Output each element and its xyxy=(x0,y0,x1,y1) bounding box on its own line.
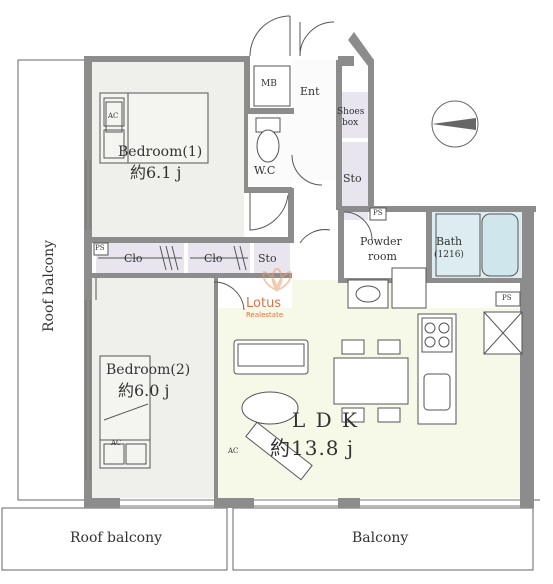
ldk-size: 約13.8 j xyxy=(270,436,355,460)
bath-label: Bath xyxy=(436,235,463,248)
ps-box-right xyxy=(495,291,521,307)
balcony-label: Balcony xyxy=(352,530,409,546)
ac-unit-bedroom1 xyxy=(105,101,123,133)
ent-floor xyxy=(292,60,336,180)
ac-label-ldk: AC xyxy=(228,447,239,455)
balcony-outline xyxy=(232,507,534,571)
roof-balcony-left-label: Roof balcony xyxy=(41,239,57,332)
lotus-logo-icon xyxy=(262,268,292,292)
ldk-name: L D K xyxy=(292,408,359,432)
ps-right-label: PS xyxy=(502,294,512,302)
sto-lower-label: Sto xyxy=(258,252,277,265)
closet-hangers xyxy=(98,245,248,271)
watermark-brand: Lotus xyxy=(246,296,282,311)
tv-stand xyxy=(245,421,313,481)
bedroom1-name: Bedroom(1) xyxy=(118,144,203,160)
sto-upper-label: Sto xyxy=(343,172,362,185)
ps-mid-label: PS xyxy=(373,209,383,217)
door-swings xyxy=(95,15,373,311)
kitchen-counter xyxy=(417,313,457,425)
toilet xyxy=(255,117,281,163)
bedroom2-size: 約6.0 j xyxy=(118,381,170,400)
clo1-label: Clo xyxy=(124,252,143,265)
ent-label: Ent xyxy=(300,85,320,98)
ps-left-label: PS xyxy=(95,244,105,252)
windows xyxy=(85,160,520,507)
compass-icon xyxy=(431,100,479,148)
ps-box-mid xyxy=(369,207,387,221)
sofa xyxy=(233,339,309,425)
wc-label: W.C xyxy=(254,164,276,177)
clo2-label: Clo xyxy=(204,252,223,265)
ac-label-bedroom1: AC xyxy=(108,112,119,120)
shoes-label-1: Shoes xyxy=(337,107,365,117)
dining-set xyxy=(333,339,409,423)
mb-label: MB xyxy=(261,79,277,89)
bath-size-label: (1216) xyxy=(434,250,464,260)
powder-label-1: Powder xyxy=(360,235,402,248)
bathtub xyxy=(435,213,519,277)
ac-label-bedroom2: AC xyxy=(111,439,122,447)
bedroom1-size: 約6.1 j xyxy=(130,163,182,182)
roof-balcony-bottom-label: Roof balcony xyxy=(70,530,163,546)
shoes-label-2: box xyxy=(342,118,359,128)
bed-2 xyxy=(99,355,151,469)
mb-box xyxy=(253,65,291,107)
sto-lower-floor xyxy=(254,243,290,273)
bed-1 xyxy=(99,92,209,164)
watermark-subtitle: Realestate xyxy=(246,311,284,319)
powder-label-2: room xyxy=(368,250,397,263)
washbasin xyxy=(347,267,427,309)
ps-box-left xyxy=(93,242,109,256)
bedroom2-name: Bedroom(2) xyxy=(106,362,191,378)
